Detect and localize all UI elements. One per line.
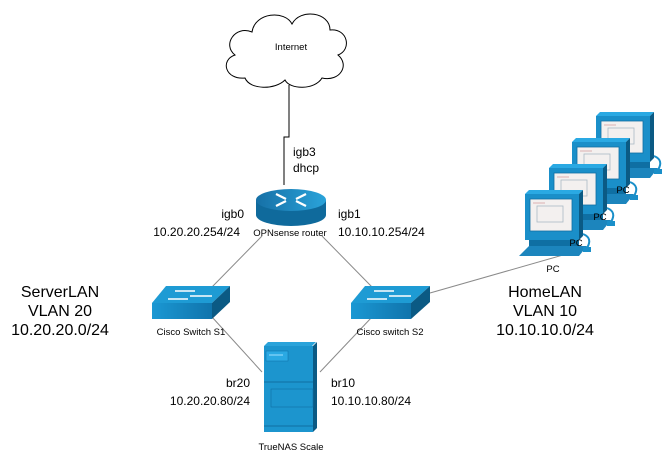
switch-icon bbox=[351, 286, 430, 319]
link-s2-server bbox=[319, 316, 373, 373]
switch-s1[interactable]: Cisco Switch S1 bbox=[152, 286, 230, 338]
pc-label: PC bbox=[569, 238, 582, 249]
igb3-name: igb3 bbox=[293, 145, 316, 159]
router[interactable]: OPNsense router bbox=[253, 189, 327, 239]
link-s1-server bbox=[211, 316, 263, 373]
router-label: OPNsense router bbox=[253, 228, 326, 239]
switch-s1-label: Cisco Switch S1 bbox=[157, 327, 226, 338]
link-router-s2 bbox=[321, 235, 373, 288]
server-lan-vlan: VLAN 20 bbox=[28, 303, 92, 320]
server-label: TrueNAS Scale bbox=[258, 442, 323, 453]
home-lan-label: HomeLAN VLAN 10 10.10.10.0/24 bbox=[496, 284, 594, 339]
internet-label: Internet bbox=[275, 42, 308, 53]
links bbox=[211, 85, 571, 373]
pc-group[interactable]: PC PC PC PC bbox=[519, 112, 662, 275]
server-lan-name: ServerLAN bbox=[21, 284, 99, 301]
home-lan-subnet: 10.10.10.0/24 bbox=[496, 322, 594, 339]
switch-icon bbox=[152, 286, 230, 319]
link-internet-router bbox=[283, 85, 290, 185]
pc-label: PC bbox=[593, 212, 606, 223]
br20-name: br20 bbox=[226, 376, 250, 390]
pc-label: PC bbox=[546, 264, 559, 275]
switch-s2-label: Cisco switch S2 bbox=[356, 327, 423, 338]
server-lan-subnet: 10.20.20.0/24 bbox=[11, 322, 109, 339]
br10-name: br10 bbox=[331, 376, 355, 390]
pc-icons bbox=[519, 112, 662, 256]
igb1-name: igb1 bbox=[338, 207, 361, 221]
home-lan-name: HomeLAN bbox=[508, 284, 582, 301]
home-lan-vlan: VLAN 10 bbox=[513, 303, 577, 320]
pc-icon bbox=[519, 190, 591, 256]
pc-label: PC bbox=[616, 185, 629, 196]
switch-s2[interactable]: Cisco switch S2 bbox=[351, 286, 430, 338]
router-icon bbox=[256, 189, 326, 226]
cloud-icon bbox=[225, 13, 347, 88]
server-lan-label: ServerLAN VLAN 20 10.20.20.0/24 bbox=[11, 284, 109, 339]
igb0-name: igb0 bbox=[221, 207, 244, 221]
server[interactable]: TrueNAS Scale bbox=[258, 342, 324, 453]
igb1-addr: 10.10.10.254/24 bbox=[338, 225, 425, 239]
link-router-s1 bbox=[211, 235, 263, 288]
internet-cloud: Internet bbox=[225, 13, 347, 88]
server-icon bbox=[264, 342, 317, 432]
igb0-addr: 10.20.20.254/24 bbox=[153, 225, 240, 239]
igb3-addr: dhcp bbox=[293, 161, 319, 175]
br20-addr: 10.20.20.80/24 bbox=[170, 394, 250, 408]
br10-addr: 10.10.10.80/24 bbox=[331, 394, 411, 408]
link-s2-pc bbox=[429, 252, 571, 294]
